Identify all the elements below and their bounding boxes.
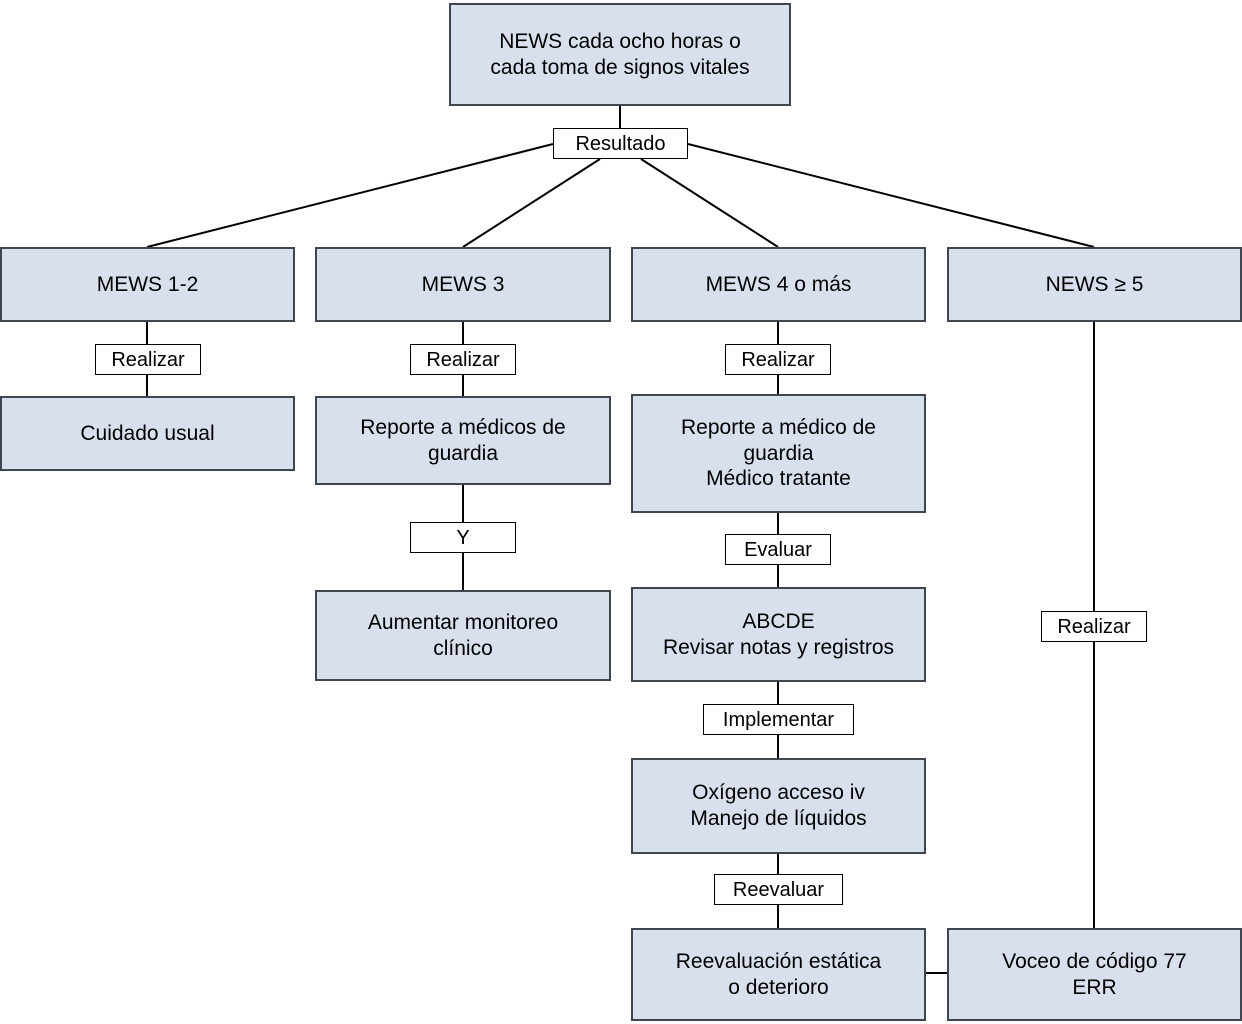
node-col1-header-mews-1-2[interactable]: MEWS 1-2	[0, 247, 295, 322]
node-col3-header-label: MEWS 4 o más	[705, 272, 852, 296]
tag-col3-evaluar[interactable]: Evaluar	[725, 534, 831, 565]
edge-resultado-to-col1	[146, 143, 554, 248]
node-col3-step2-abcde[interactable]: ABCDE Revisar notas y registros	[631, 587, 926, 682]
node-col1-step1-label: Cuidado usual	[80, 421, 215, 445]
edge-resultado-to-col3	[640, 158, 779, 248]
tag-col3-implementar[interactable]: Implementar	[703, 704, 854, 735]
node-col1-step1-cuidado-usual[interactable]: Cuidado usual	[0, 396, 295, 471]
tag-col2-realizar[interactable]: Realizar	[410, 344, 516, 375]
node-col2-step2-label: Aumentar monitoreo clínico	[367, 610, 559, 660]
tag-col4-realizar-label: Realizar	[1057, 615, 1131, 638]
tag-col4-realizar[interactable]: Realizar	[1041, 611, 1147, 642]
node-col2-step1-reporte-medicos-guardia[interactable]: Reporte a médicos de guardia	[315, 396, 611, 485]
node-col3-step4-label: Reevaluación estática o deterioro	[675, 949, 882, 999]
node-col2-step2-aumentar-monitoreo[interactable]: Aumentar monitoreo clínico	[315, 590, 611, 681]
edge-resultado-to-col4	[687, 143, 1095, 248]
tag-col3-reevaluar[interactable]: Reevaluar	[714, 874, 843, 905]
tag-col2-y-label: Y	[456, 526, 470, 549]
node-col2-header-label: MEWS 3	[421, 272, 505, 296]
node-col2-header-mews-3[interactable]: MEWS 3	[315, 247, 611, 322]
node-col4-header-news-ge-5[interactable]: NEWS ≥ 5	[947, 247, 1242, 322]
node-col1-header-label: MEWS 1-2	[96, 272, 199, 296]
edge-resultado-to-col2	[462, 158, 601, 248]
tag-resultado[interactable]: Resultado	[553, 128, 688, 159]
tag-col1-realizar-label: Realizar	[111, 348, 185, 371]
tag-col3-realizar-label: Realizar	[741, 348, 815, 371]
tag-col3-evaluar-label: Evaluar	[744, 538, 812, 561]
node-col4-step1-voceo-codigo-77[interactable]: Voceo de código 77 ERR	[947, 928, 1242, 1021]
node-root-news-frequency[interactable]: NEWS cada ocho horas o cada toma de sign…	[449, 3, 791, 106]
tag-col3-implementar-label: Implementar	[722, 708, 835, 731]
node-col4-header-label: NEWS ≥ 5	[1045, 272, 1144, 296]
tag-col3-reevaluar-label: Reevaluar	[732, 878, 825, 901]
node-col3-step2-label: ABCDE Revisar notas y registros	[662, 609, 895, 659]
node-col3-step1-reporte-medico-tratante[interactable]: Reporte a médico de guardia Médico trata…	[631, 394, 926, 513]
node-col3-step4-reevaluacion-estatica[interactable]: Reevaluación estática o deterioro	[631, 928, 926, 1021]
tag-col3-realizar[interactable]: Realizar	[725, 344, 831, 375]
tag-col2-realizar-label: Realizar	[426, 348, 500, 371]
tag-resultado-label: Resultado	[575, 132, 666, 155]
node-col2-step1-label: Reporte a médicos de guardia	[360, 415, 566, 465]
tag-col1-realizar[interactable]: Realizar	[95, 344, 201, 375]
node-col3-step3-label: Oxígeno acceso iv Manejo de líquidos	[690, 781, 867, 830]
node-root-label: NEWS cada ocho horas o cada toma de sign…	[490, 29, 750, 79]
node-col3-step1-label: Reporte a médico de guardia Médico trata…	[681, 416, 876, 491]
tag-col2-y[interactable]: Y	[410, 522, 516, 553]
node-col3-header-mews-4-o-mas[interactable]: MEWS 4 o más	[631, 247, 926, 322]
node-col3-step3-oxigeno-liquidos[interactable]: Oxígeno acceso iv Manejo de líquidos	[631, 758, 926, 854]
node-col4-step1-label: Voceo de código 77 ERR	[1002, 949, 1187, 999]
